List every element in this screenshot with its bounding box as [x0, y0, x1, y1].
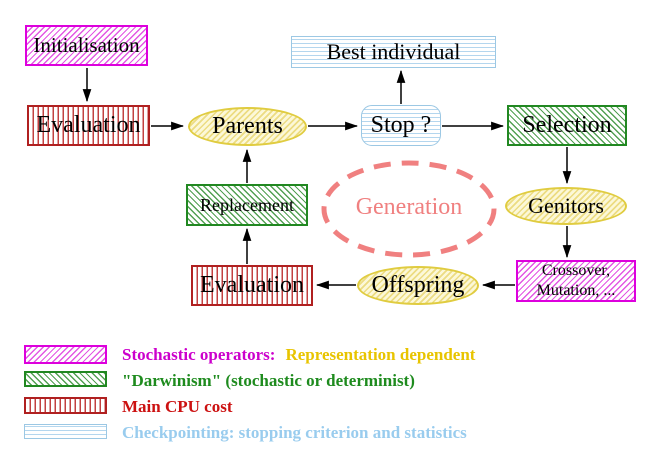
crossover-line: Crossover, [541, 262, 611, 279]
legend-label-checkpointing: Checkpointing: stopping criterion and st… [122, 423, 467, 442]
node-best-individual: Best individual [291, 36, 496, 68]
legend-text-stochastic: Stochastic operators: [122, 345, 276, 364]
legend-swatch-stochastic-operators [24, 345, 107, 364]
node-initialisation: Initialisation [25, 25, 148, 66]
legend-label-main-cpu-cost: Main CPU cost [122, 397, 233, 416]
node-evaluation-bottom: Evaluation [191, 265, 313, 306]
legend-label-stochastic-operators: Stochastic operators: Representation depe… [122, 344, 475, 366]
generation-label: Generation [355, 194, 463, 220]
node-replacement: Replacement [186, 184, 308, 226]
node-stop: Stop ? [361, 105, 441, 146]
legend-label-darwinism: "Darwinism" (stochastic or determinist) [122, 371, 415, 390]
node-offspring: Offspring [357, 266, 479, 305]
node-selection: Selection [507, 105, 627, 146]
mutation-line: Mutation, ... [536, 282, 616, 299]
node-parents: Parents [188, 107, 307, 146]
crossover-mutation-text: Crossover, Mutation, ... [537, 261, 616, 301]
node-genitors: Genitors [505, 187, 627, 225]
legend-swatch-checkpointing [24, 424, 107, 439]
legend-text-representation-dependent: Representation dependent [285, 345, 476, 364]
node-crossover-mutation: Crossover, Mutation, ... [516, 260, 636, 302]
legend-swatch-darwinism [24, 371, 107, 387]
node-evaluation-top: Evaluation [27, 105, 150, 146]
legend-swatch-main-cpu-cost [24, 397, 107, 414]
